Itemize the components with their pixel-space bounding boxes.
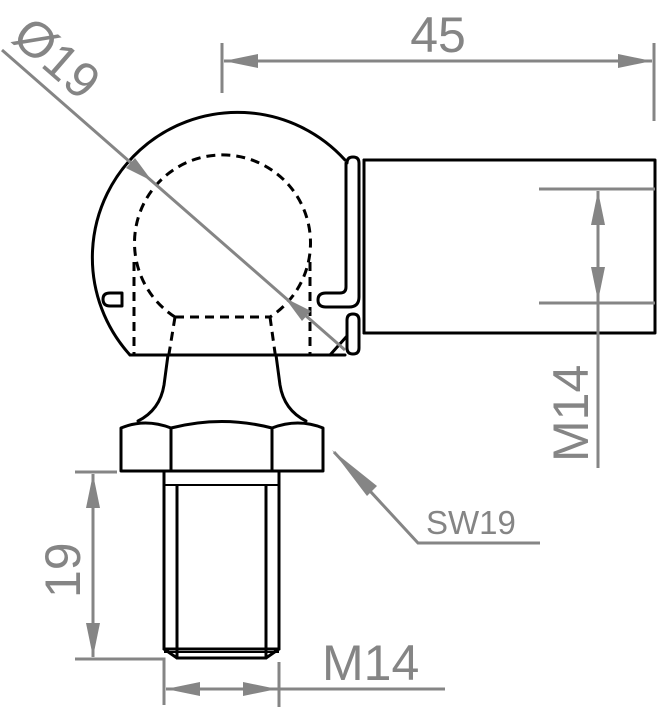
arrowhead-right — [618, 54, 652, 68]
socket-housing-outline — [90, 110, 347, 357]
hidden-neck-left — [166, 316, 177, 361]
dimension-stud-length: 19 — [35, 470, 166, 705]
retaining-clip-lower — [345, 312, 361, 356]
dimension-label-diameter-19: Ø19 — [3, 6, 111, 110]
leader-arrowhead — [332, 450, 377, 496]
housing-slot — [101, 291, 124, 308]
neck-left — [136, 353, 170, 423]
stud-chamfer — [162, 647, 281, 660]
dimension-label-stud-m14: M14 — [322, 635, 419, 691]
arrowhead-down — [86, 623, 100, 657]
arrowhead-up — [86, 474, 100, 508]
arrowhead-ball-bottom — [285, 298, 311, 321]
dimension-label-45: 45 — [410, 7, 466, 63]
dimension-label-19: 19 — [35, 542, 91, 598]
arrowhead-left — [224, 54, 258, 68]
arrowhead-down — [591, 267, 605, 301]
neck-right — [274, 353, 308, 423]
hidden-ball — [133, 153, 312, 319]
dimension-ball-diameter: Ø19 — [1, 6, 346, 352]
dimension-stud-thread: M14 — [166, 635, 445, 707]
arrowhead-up — [591, 191, 605, 225]
arrowhead-left — [166, 682, 200, 696]
socket-shank — [362, 158, 657, 335]
arrowhead-right — [243, 682, 277, 696]
threaded-stud — [162, 469, 281, 651]
dimension-socket-thread: M14 — [539, 187, 655, 468]
dimension-label-socket-m14: M14 — [543, 365, 599, 462]
hex-nut — [119, 420, 325, 473]
retaining-clip — [316, 155, 361, 309]
hidden-neck-right — [268, 316, 278, 361]
arrowhead-ball-top — [126, 158, 152, 181]
dimension-wrench-size: SW19 — [332, 450, 540, 545]
dimension-overall-length: 45 — [220, 7, 656, 121]
dimension-label-sw19: SW19 — [426, 504, 516, 541]
extension-line-bottom — [75, 657, 166, 705]
